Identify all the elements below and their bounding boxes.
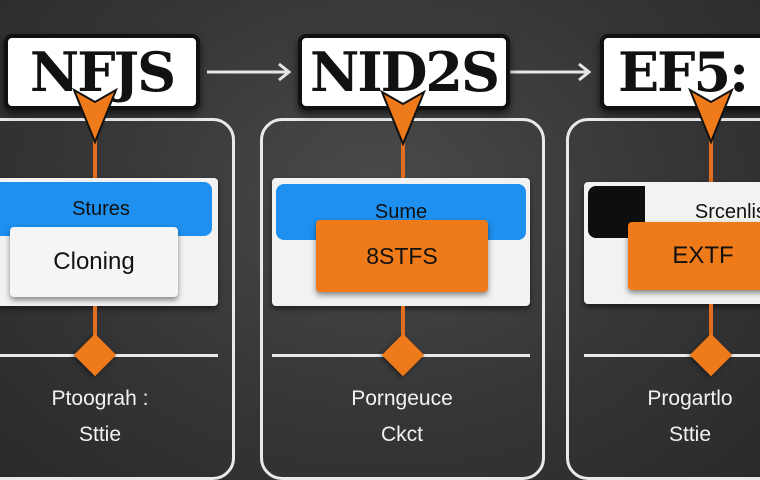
flow-line-top-2 [401,110,405,182]
flow-line-top-1 [93,110,97,180]
stage-caption-1: Ptoograh : Sttie [0,386,200,448]
divider-line-3 [584,354,760,357]
stage-title-1: NFJS [4,34,200,110]
down-arrow-icon-2 [380,90,426,146]
connector-arrow-2 [507,62,592,82]
down-arrow-icon-1 [72,88,118,144]
stage-box-1: Cloning [10,227,178,297]
down-arrow-icon-3 [688,88,734,144]
stage-title-3: EF5: [600,34,760,110]
caption-line-2a: Porngeuce [351,387,453,410]
flow-line-bottom-1 [93,306,97,346]
caption-line-1a: Ptoograh : [51,387,149,410]
caption-line-3b: Sttie [668,423,712,446]
flow-line-bottom-3 [709,304,713,346]
flow-line-top-3 [709,110,713,182]
stage-caption-3: Progartlo Sttie [620,386,760,448]
caption-line-1b: Sttie [78,423,122,446]
stage-panel-3 [566,118,760,480]
stage-panel-1 [0,118,235,480]
stage-box-3: EXTF [628,222,760,290]
flow-line-bottom-2 [401,306,405,346]
stage-box-2: 8STFS [316,220,488,292]
caption-line-2b: Ckct [381,423,423,446]
stage-title-2: NID2S [298,34,510,110]
stage-caption-2: Porngeuce Ckct [292,386,512,448]
caption-line-3a: Progartlo [647,387,733,410]
connector-arrow-1 [207,62,292,82]
